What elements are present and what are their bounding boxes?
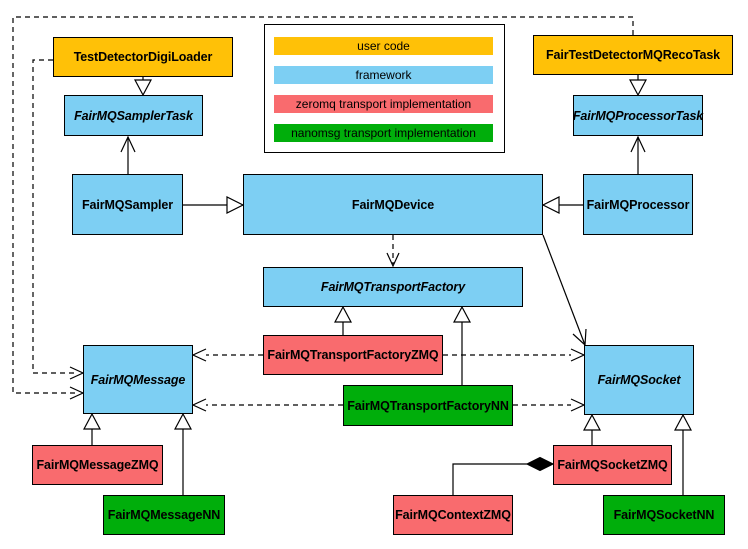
class-box-fairmqsamplertask: FairMQSamplerTask (64, 95, 203, 136)
edge-socketzmq-contextzmq-composition (452, 456, 555, 495)
edge-socketnn-socket-inherit (674, 413, 692, 495)
class-box-fairmqdevice: FairMQDevice (243, 174, 543, 235)
edge-factorynn-socket-dashed (513, 398, 586, 412)
edge-processor-device-inherit (541, 196, 583, 214)
class-box-fairmqsampler: FairMQSampler (72, 174, 183, 235)
class-box-fairmqprocessortask: FairMQProcessorTask (573, 95, 703, 136)
legend-item-zeromq: zeromq transport implementation (274, 95, 493, 113)
legend-item-nanomsg: nanomsg transport implementation (274, 124, 493, 142)
edge-device-factory-dashed (386, 235, 400, 268)
edge-processor-processortask (630, 135, 646, 174)
edge-factorynn-factory-inherit (453, 305, 471, 385)
class-box-fairmqsocket: FairMQSocket (584, 345, 694, 415)
edge-recotask-processortask-inherit (629, 75, 647, 97)
edge-factorynn-message-dashed (191, 398, 343, 412)
class-box-fairmqmessagezmq: FairMQMessageZMQ (32, 445, 163, 485)
edge-factoryzmq-socket-dashed (443, 348, 586, 362)
edge-socketzmq-socket-inherit (583, 413, 601, 445)
class-box-fairmqmessage: FairMQMessage (83, 345, 193, 414)
edge-sampler-samplertask (120, 135, 136, 174)
class-box-fairmqtransportfactorynn: FairMQTransportFactoryNN (343, 385, 513, 426)
edge-messagezmq-message-inherit (83, 412, 101, 445)
class-box-fairmqsocketzmq: FairMQSocketZMQ (553, 445, 672, 485)
edge-messagenn-message-inherit (174, 412, 192, 495)
legend-item-framework: framework (274, 66, 493, 84)
class-box-fairmqprocessor: FairMQProcessor (583, 174, 693, 235)
edge-factoryzmq-factory-inherit (334, 305, 352, 335)
class-box-fairmqtransportfactoryzmq: FairMQTransportFactoryZMQ (263, 335, 443, 375)
class-box-fairtestdetectormqrecotask: FairTestDetectorMQRecoTask (533, 35, 733, 75)
edge-sampler-device-inherit (183, 196, 245, 214)
class-box-fairmqmessagenn: FairMQMessageNN (103, 495, 225, 535)
class-box-testdetectordigiloader: TestDetectorDigiLoader (53, 37, 233, 77)
legend-box: user code framework zeromq transport imp… (264, 24, 505, 153)
legend-item-user-code: user code (274, 37, 493, 55)
class-box-fairmqtransportfactory: FairMQTransportFactory (263, 267, 523, 307)
class-box-fairmqcontextzmq: FairMQContextZMQ (393, 495, 513, 535)
edge-factoryzmq-message-dashed (191, 348, 263, 362)
edge-digiloader-samplertask-inherit (134, 77, 152, 97)
edge-device-socket (542, 234, 587, 347)
class-box-fairmqsocketnn: FairMQSocketNN (603, 495, 725, 535)
